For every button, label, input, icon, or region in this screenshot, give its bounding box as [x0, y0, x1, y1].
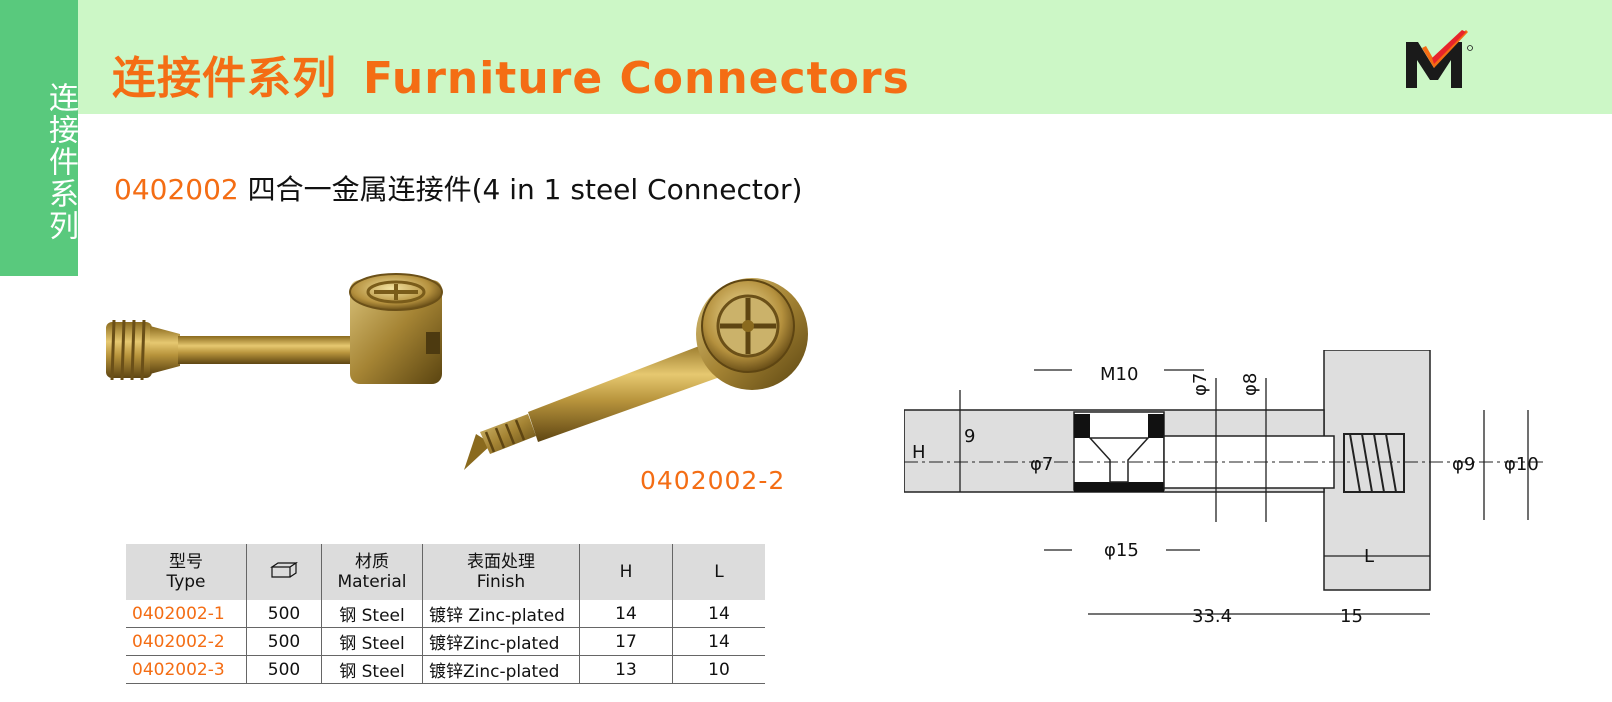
cell-type: 0402002-3 — [126, 655, 247, 684]
cell-material: 钢 Steel — [321, 600, 423, 628]
cell-l: 10 — [672, 655, 765, 684]
cell-qty: 500 — [246, 655, 322, 684]
dim-l: L — [1364, 546, 1374, 567]
dim-phi7-left: φ7 — [1030, 454, 1053, 475]
connector-photo-2 — [464, 278, 808, 470]
header-l: L — [672, 544, 765, 600]
cell-h: 13 — [579, 655, 673, 684]
cell-qty: 500 — [246, 600, 322, 628]
cell-type: 0402002-1 — [126, 600, 247, 628]
product-heading: 0402002 四合一金属连接件(4 in 1 steel Connector) — [114, 168, 802, 208]
box-icon — [270, 561, 298, 578]
side-tab-label: 连接件系列 — [43, 82, 78, 242]
dim-phi9: φ9 — [1452, 454, 1475, 475]
side-tab: 连接件系列 — [0, 0, 78, 276]
cell-finish: 镀锌Zinc-plated — [422, 655, 580, 684]
cell-l: 14 — [672, 627, 765, 656]
brand-logo-icon — [1406, 30, 1473, 88]
dim-15: 15 — [1340, 606, 1363, 627]
header-type-en: Type — [166, 572, 206, 592]
cell-finish: 镀锌Zinc-plated — [422, 627, 580, 656]
dim-h: H — [912, 442, 926, 463]
page-title: 连接件系列 Furniture Connectors — [112, 42, 910, 106]
table-row: 0402002-2 500 钢 Steel 镀锌Zinc-plated 17 1… — [126, 627, 765, 656]
product-name: 四合一金属连接件(4 in 1 steel Connector) — [247, 173, 803, 206]
table-row: 0402002-3 500 钢 Steel 镀锌Zinc-plated 13 1… — [126, 655, 765, 684]
header-qty — [246, 544, 322, 600]
technical-drawing: M10 φ7 φ8 H 9 φ7 φ9 φ10 φ15 L 33.4 15 — [904, 350, 1544, 627]
product-code: 0402002 — [114, 173, 239, 206]
header-material-cn: 材质 — [355, 552, 389, 572]
header-material-en: Material — [337, 572, 407, 592]
cell-h: 14 — [579, 600, 673, 628]
header-finish-cn: 表面处理 — [467, 552, 535, 572]
title-en: Furniture Connectors — [363, 53, 910, 104]
connector-photo-1 — [106, 273, 443, 384]
header-finish-en: Finish — [476, 572, 526, 592]
header-type-cn: 型号 — [169, 552, 203, 572]
photo-label: 0402002-2 — [640, 466, 786, 495]
dim-phi15: φ15 — [1104, 540, 1139, 561]
cell-type: 0402002-2 — [126, 627, 247, 656]
cell-qty: 500 — [246, 627, 322, 656]
cell-material: 钢 Steel — [321, 655, 423, 684]
dim-phi7-top: φ7 — [1190, 373, 1211, 396]
cell-l: 14 — [672, 600, 765, 628]
dim-phi8: φ8 — [1240, 373, 1261, 396]
header-h: H — [579, 544, 673, 600]
cell-material: 钢 Steel — [321, 627, 423, 656]
dim-m10: M10 — [1100, 364, 1138, 385]
cell-finish: 镀锌 Zinc-plated — [422, 600, 580, 628]
cell-h: 17 — [579, 627, 673, 656]
dim-9: 9 — [964, 426, 975, 447]
header-banner — [0, 0, 1612, 114]
product-photos — [106, 273, 808, 470]
title-cn: 连接件系列 — [112, 53, 337, 104]
dim-phi10: φ10 — [1504, 454, 1539, 475]
dim-33-4: 33.4 — [1192, 606, 1232, 627]
table-row: 0402002-1 500 钢 Steel 镀锌 Zinc-plated 14 … — [126, 600, 765, 628]
